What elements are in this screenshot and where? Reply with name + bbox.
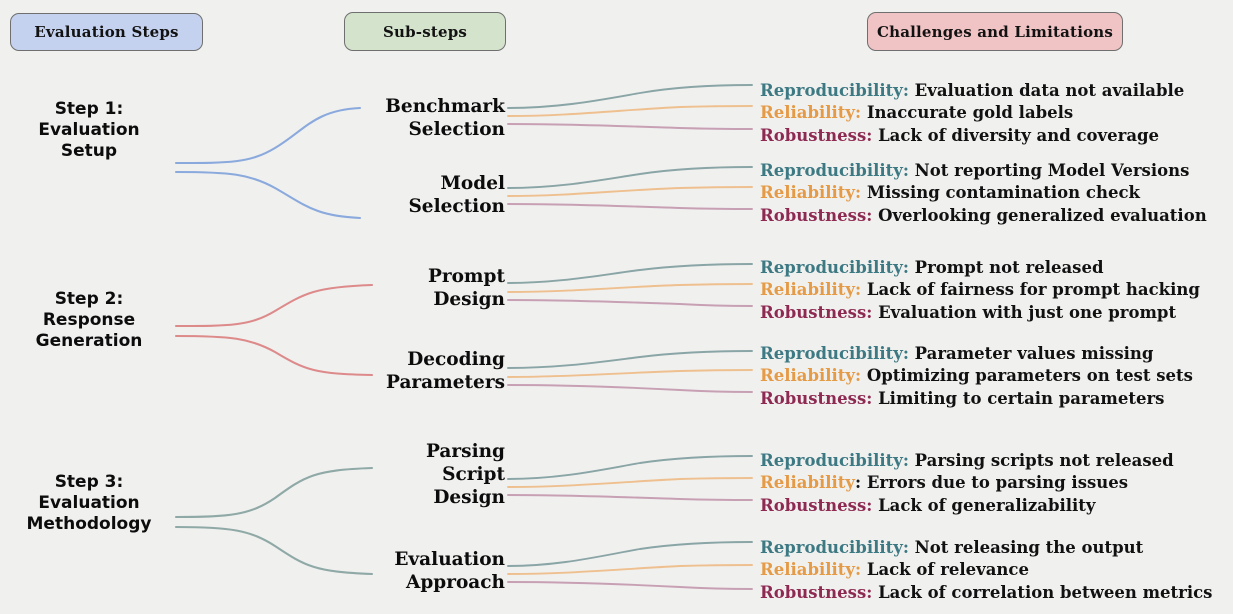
challenge-line: Reproducibility: Evaluation data not ava…	[760, 80, 1233, 102]
challenge-tag: Reproducibility:	[760, 344, 909, 363]
challenges-block-evaluation-approach: Reproducibility: Not releasing the outpu…	[760, 537, 1233, 604]
challenge-text: Optimizing parameters on test sets	[861, 366, 1193, 386]
wire-robustness-2	[507, 299, 753, 307]
challenge-tag: Robustness:	[760, 125, 873, 145]
challenge-line: Robustness: Evaluation with just one pro…	[760, 302, 1233, 324]
challenge-tag: Reproducibility:	[760, 258, 909, 277]
challenge-tag: Robustness:	[760, 302, 873, 322]
challenge-tag: Reproducibility:	[760, 451, 909, 470]
challenge-tag: Reproducibility:	[760, 81, 909, 100]
challenge-tag: Reproducibility:	[760, 538, 909, 557]
challenge-line: Reproducibility: Not releasing the outpu…	[760, 537, 1233, 559]
wire-reliability-5	[507, 564, 753, 575]
challenge-line: Robustness: Lack of correlation between …	[760, 582, 1233, 604]
substep-label-benchmark-selection: Benchmark Selection	[385, 96, 505, 140]
challenge-line: Robustness: Lack of diversity and covera…	[760, 125, 1233, 147]
wire-reliability-0	[507, 105, 753, 117]
challenge-line: Reproducibility: Parsing scripts not rel…	[760, 450, 1233, 472]
challenge-tag: Reproducibility:	[760, 161, 909, 180]
challenge-text: Not releasing the output	[908, 538, 1144, 557]
challenges-block-decoding-parameters: Reproducibility: Parameter values missin…	[760, 343, 1233, 410]
wire-reliability-1	[507, 186, 753, 197]
challenge-line: Robustness: Lack of generalizability	[760, 495, 1233, 517]
challenge-text: Evaluation with just one prompt	[872, 302, 1177, 322]
header-evaluation-steps: Evaluation Steps	[10, 13, 203, 51]
challenge-text: Parameter values missing	[908, 344, 1154, 363]
header-challenges-and-limitations: Challenges and Limitations	[867, 12, 1123, 51]
wire-reliability-4	[507, 477, 753, 488]
challenges-block-parsing-script-design: Reproducibility: Parsing scripts not rel…	[760, 450, 1233, 517]
challenge-text: Prompt not released	[908, 258, 1104, 277]
challenge-line: Reliability: Optimizing parameters on te…	[760, 365, 1233, 387]
challenge-text: Lack of relevance	[861, 560, 1029, 580]
wire-reliability-3	[507, 369, 753, 378]
step-label-1: Step 1: Evaluation Setup	[38, 99, 140, 161]
challenge-text: Lack of diversity and coverage	[872, 125, 1160, 145]
challenge-text: Lack of generalizability	[872, 495, 1096, 515]
challenge-text: Missing contamination check	[861, 183, 1140, 203]
challenges-block-benchmark-selection: Reproducibility: Evaluation data not ava…	[760, 80, 1233, 147]
challenge-line: Reproducibility: Not reporting Model Ver…	[760, 160, 1233, 182]
challenge-tag: Reliability	[760, 473, 855, 493]
challenge-tag: Reliability:	[760, 366, 862, 386]
challenge-text: Limiting to certain parameters	[872, 388, 1165, 408]
challenge-tag: Robustness:	[760, 388, 873, 408]
challenge-text: : Errors due to parsing issues	[855, 473, 1129, 493]
challenge-line: Reliability: Lack of relevance	[760, 559, 1233, 581]
wire-robustness-0	[507, 123, 753, 130]
wire-robustness-1	[507, 203, 753, 210]
challenge-line: Reliability: Inaccurate gold labels	[760, 102, 1233, 124]
challenge-line: Reliability: Errors due to parsing issue…	[760, 472, 1233, 494]
wire-reproducibility-3	[507, 350, 753, 369]
wire-reliability-2	[507, 283, 753, 293]
challenge-text: Not reporting Model Versions	[908, 161, 1190, 180]
wire-reproducibility-2	[507, 263, 753, 284]
challenge-line: Reproducibility: Parameter values missin…	[760, 343, 1233, 365]
challenge-text: Evaluation data not available	[908, 81, 1185, 100]
challenge-text: Overlooking generalized evaluation	[872, 205, 1207, 225]
challenge-tag: Robustness:	[760, 205, 873, 225]
challenge-tag: Reliability:	[760, 103, 862, 123]
wire-reproducibility-1	[507, 166, 753, 189]
challenge-line: Robustness: Overlooking generalized eval…	[760, 205, 1233, 227]
step-label-3: Step 3: Evaluation Methodology	[26, 472, 152, 534]
challenge-tag: Reliability:	[760, 280, 862, 300]
wire-robustness-4	[507, 494, 753, 501]
challenge-text: Parsing scripts not released	[908, 451, 1174, 470]
substep-label-model-selection: Model Selection	[408, 173, 505, 217]
challenge-line: Robustness: Limiting to certain paramete…	[760, 388, 1233, 410]
challenge-tag: Reliability:	[760, 560, 862, 580]
wire-reproducibility-4	[507, 455, 753, 480]
wire-reproducibility-0	[507, 84, 753, 109]
substep-label-prompt-design: Prompt Design	[427, 266, 505, 310]
challenge-text: Inaccurate gold labels	[861, 103, 1074, 123]
challenge-tag: Robustness:	[760, 582, 873, 602]
header-sub-steps: Sub-steps	[344, 12, 506, 51]
wire-robustness-5	[507, 581, 753, 590]
wire-reproducibility-5	[507, 541, 753, 567]
challenge-tag: Reliability:	[760, 183, 862, 203]
step-label-2: Step 2: Response Generation	[35, 289, 143, 351]
substep-label-evaluation-approach: Evaluation Approach	[394, 549, 505, 593]
challenge-line: Reliability: Lack of fairness for prompt…	[760, 279, 1233, 301]
challenge-line: Reliability: Missing contamination check	[760, 182, 1233, 204]
challenge-tag: Robustness:	[760, 495, 873, 515]
substep-label-decoding-parameters: Decoding Parameters	[386, 349, 505, 393]
challenges-block-model-selection: Reproducibility: Not reporting Model Ver…	[760, 160, 1233, 227]
challenge-text: Lack of fairness for prompt hacking	[861, 280, 1200, 300]
challenge-text: Lack of correlation between metrics	[872, 582, 1213, 602]
wire-robustness-3	[507, 384, 753, 393]
substep-label-parsing-script-design: Parsing Script Design	[426, 441, 505, 508]
challenge-line: Reproducibility: Prompt not released	[760, 257, 1233, 279]
